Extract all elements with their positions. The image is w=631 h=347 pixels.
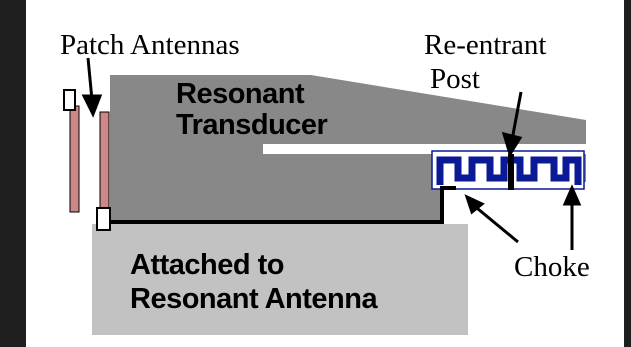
- transducer-slot: [263, 144, 588, 154]
- diagram-canvas: Patch Antennas Re-entrant Post Resonant …: [60, 29, 590, 335]
- label-transducer-line1: Resonant: [176, 78, 305, 110]
- arrow-reentrant-head: [501, 131, 523, 158]
- label-antenna-line1: Attached to: [130, 249, 284, 281]
- label-reentrant-line2: Post: [430, 63, 480, 95]
- arrow-choke-right-head: [562, 184, 582, 206]
- label-choke: Choke: [514, 251, 590, 283]
- label-antenna-line2: Resonant Antenna: [130, 283, 378, 315]
- arrow-patch-antennas-shaft: [86, 57, 94, 101]
- arrow-choke-left-head: [464, 194, 485, 215]
- reentrant-post: [508, 154, 514, 190]
- label-patch-antennas: Patch Antennas: [60, 29, 240, 61]
- patch-connector-top: [63, 89, 76, 111]
- arrow-choke-left-shaft: [471, 202, 519, 244]
- diagram-figure: Patch Antennas Re-entrant Post Resonant …: [26, 0, 624, 347]
- interface-outline: [104, 186, 456, 224]
- patch-connector-bottom: [96, 207, 111, 231]
- resonant-antenna-block: [92, 224, 468, 335]
- label-transducer-line2: Transducer: [176, 109, 328, 141]
- arrow-reentrant-shaft: [510, 91, 523, 141]
- arrow-patch-antennas-head: [81, 94, 103, 118]
- patch-antenna-left: [69, 105, 80, 213]
- label-reentrant-line1: Re-entrant: [424, 29, 546, 61]
